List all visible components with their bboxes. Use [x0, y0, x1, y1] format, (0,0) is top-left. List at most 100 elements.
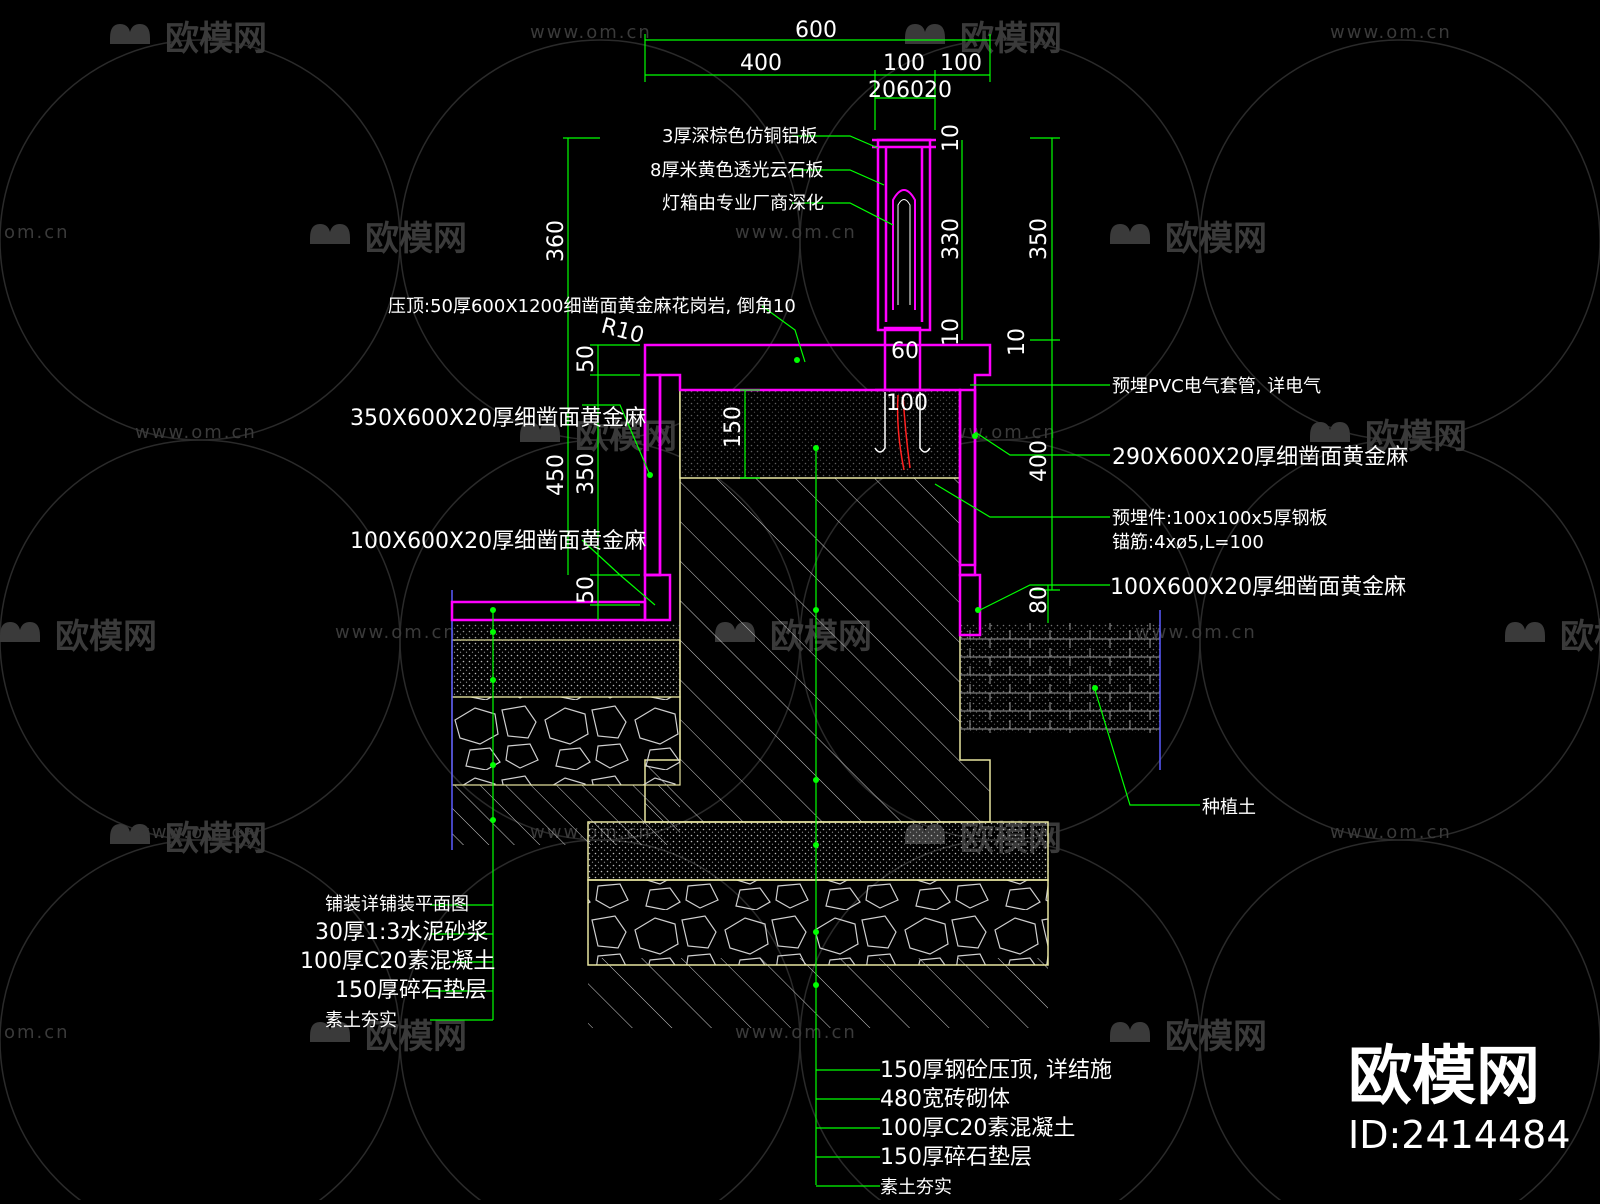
left-layer-label: 素土夯实 [325, 1010, 397, 1031]
watermark-logo: 欧模网 [310, 1017, 467, 1057]
dim-top-mid: 100 [883, 51, 925, 76]
anchor-bars [874, 392, 931, 453]
label-coping: 压顶:50厚600X1200细凿面黄金麻花岗岩, 倒角10 [388, 296, 796, 317]
watermark-logo: 欧模网 [110, 819, 267, 859]
watermark-layer: 欧模网欧模网欧模网欧模网欧模网欧模网欧模网欧模网欧模网欧模网欧模网欧模网欧模网w… [0, 19, 1600, 1204]
dim-right-gap: 10 [1005, 328, 1030, 356]
label-leaders [430, 135, 1200, 1187]
dim-left-base: 50 [574, 576, 599, 604]
watermark-url-short: om.cn [4, 222, 70, 243]
dim-right-base: 80 [1027, 586, 1052, 614]
left-layer-label: 铺装详铺装平面图 [325, 894, 469, 915]
watermark-logo: 欧模网 [1110, 1017, 1267, 1057]
sofa-icon [1110, 224, 1150, 244]
label-light-box: 灯箱由专业厂商深化 [662, 193, 824, 214]
watermark-url: www.om.cn [135, 422, 257, 443]
sofa-icon [1505, 622, 1545, 642]
left-skirt [643, 573, 672, 622]
right-skirt [958, 573, 982, 637]
watermark-circle [1199, 839, 1600, 1204]
sofa-icon [0, 622, 40, 642]
watermark-name: 欧模网 [165, 819, 267, 859]
paving-stone [450, 600, 647, 622]
watermark-logo: 欧模网 [905, 19, 1062, 59]
watermark-name: 欧模网 [365, 219, 467, 259]
watermark-name: 欧模网 [165, 19, 267, 59]
dim-right-wall: 400 [1027, 440, 1052, 482]
paving-gravel [451, 696, 681, 786]
dim-top-small: 206020 [868, 78, 952, 103]
paving-mortar [452, 623, 680, 640]
gravel-bed-bottom [587, 879, 1049, 966]
rc-coping-fill [681, 391, 959, 477]
brand-name: 欧模网 [1348, 1040, 1540, 1114]
watermark-name: 欧模网 [365, 1017, 467, 1057]
bottom-layer-label: 150厚钢砼压顶, 详结施 [880, 1058, 1112, 1083]
label-right-cladding: 290X600X20厚细凿面黄金麻 [1112, 445, 1408, 470]
dim-pipe-width: 60 [891, 339, 919, 364]
label-embed-plate: 预埋件:100x100x5厚钢板 [1112, 508, 1328, 529]
dim-top-left: 400 [740, 51, 782, 76]
watermark-logo: 欧模网 [1505, 617, 1600, 657]
sofa-icon [1310, 422, 1350, 442]
label-steel-plate: 3厚深棕色仿铜铝板 [662, 126, 817, 147]
watermark-url: www.om.cn [735, 222, 857, 243]
watermark-logo: 欧模网 [110, 19, 267, 59]
sofa-icon [1110, 1022, 1150, 1042]
watermark-url: www.om.cn [935, 422, 1057, 443]
brand-id: ID:2414484 [1348, 1113, 1571, 1157]
watermark-name: 欧模网 [1165, 219, 1267, 259]
label-planting-soil: 种植土 [1202, 797, 1256, 818]
sofa-icon [520, 422, 560, 442]
label-stone-panel: 8厚米黄色透光云石板 [650, 160, 823, 181]
label-anchor: 锚筋:4xø5,L=100 [1112, 532, 1264, 553]
watermark-name: 欧模网 [1560, 617, 1600, 657]
sofa-icon [110, 824, 150, 844]
label-pvc-pipe: 预埋PVC电气套管, 详电气 [1112, 376, 1321, 397]
sofa-icon [310, 224, 350, 244]
dim-top-right: 100 [940, 51, 982, 76]
soil-compacted-bottom [588, 958, 1048, 1028]
watermark-logo: 欧模网 [1310, 417, 1467, 457]
watermark-logo: 欧模网 [1110, 219, 1267, 259]
watermark-url: www.om.cn [1135, 622, 1257, 643]
watermark-name: 欧模网 [1365, 417, 1467, 457]
bottom-layer-label: 素土夯实 [880, 1177, 952, 1198]
dim-left-inner: 350 [574, 453, 599, 495]
bottom-layer-label: 100厚C20素混凝土 [880, 1116, 1075, 1141]
planting-soil-dots [960, 623, 1160, 733]
bottom-layer-label: 150厚碎石垫层 [880, 1145, 1032, 1170]
dim-light-top: 10 [939, 124, 964, 152]
watermark-logo: 欧模网 [310, 219, 467, 259]
label-left-skirt: 100X600X20厚细凿面黄金麻 [350, 529, 646, 554]
watermark-logo: 欧模网 [0, 617, 157, 657]
left-layer-label: 100厚C20素混凝土 [300, 949, 495, 974]
dim-left-main: 450 [544, 454, 569, 496]
left-layer-label: 30厚1:3水泥砂浆 [315, 920, 488, 945]
watermark-url: www.om.cn [530, 22, 652, 43]
dim-top-total: 600 [795, 18, 837, 43]
stone-cladding [450, 138, 992, 637]
dimension-lines [563, 34, 1060, 623]
watermark-url: www.om.cn [335, 622, 457, 643]
watermark-name: 欧模网 [960, 19, 1062, 59]
paving-concrete [451, 639, 681, 698]
electrical-cable [896, 394, 911, 471]
dim-light-bottom: 10 [939, 318, 964, 346]
dim-radius: R10 [598, 314, 646, 349]
watermark-url: www.om.cn [135, 822, 257, 843]
left-layer-label: 150厚碎石垫层 [335, 978, 487, 1003]
watermark-url: www.om.cn [1330, 822, 1452, 843]
lamp-tube [892, 189, 916, 310]
dim-right-light: 350 [1027, 218, 1052, 260]
dim-plate-width: 100 [886, 391, 928, 416]
bottom-layer-label: 480宽砖砌体 [880, 1087, 1010, 1112]
dim-cap-depth: 150 [721, 406, 746, 448]
watermark-url-short: om.cn [4, 1022, 70, 1043]
right-cladding [958, 388, 977, 577]
left-layer-labels: 铺装详铺装平面图 30厚1:3水泥砂浆 100厚C20素混凝土 150厚碎石垫层素土夯… [300, 894, 495, 1031]
sofa-icon [310, 1022, 350, 1042]
label-right-skirt: 100X600X20厚细凿面黄金麻 [1110, 575, 1406, 600]
